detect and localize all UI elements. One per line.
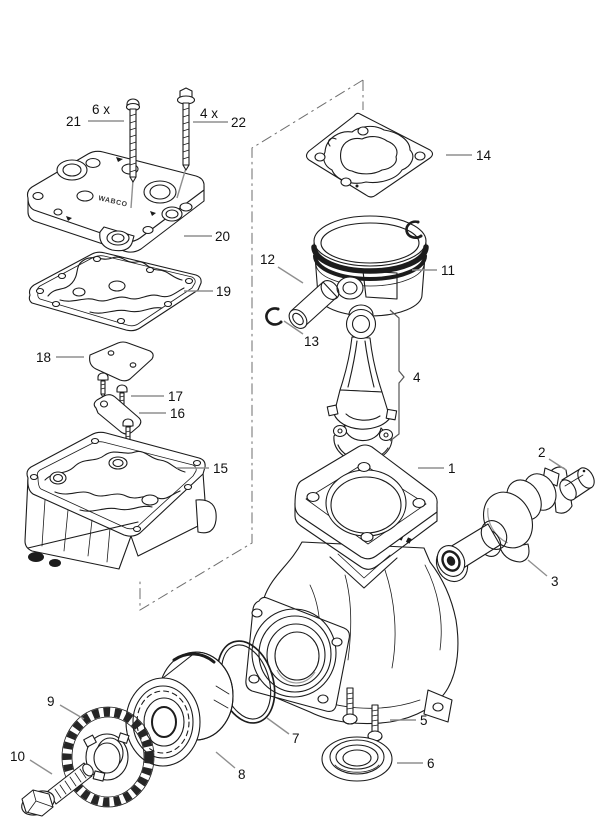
part-8-bearing-unit [125, 651, 234, 767]
part-5-screws [342, 687, 383, 742]
part-12-piston-pin [288, 280, 340, 329]
callout-11: 11 [441, 263, 455, 278]
leader-12 [277, 266, 304, 284]
part-18-screw-a [97, 372, 109, 398]
part-4-connecting-rod [326, 304, 405, 463]
front-bearing-flange [245, 596, 350, 712]
leader-8 [215, 751, 236, 769]
leader-2 [548, 458, 567, 471]
leader-13 [283, 320, 304, 335]
callouts: 21 6 x 4 x 22 20 19 18 17 16 15 14 11 12… [10, 102, 567, 782]
callout-4: 4 [413, 370, 421, 385]
callout-13: 13 [304, 334, 319, 349]
qty-label-4x: 4 x [200, 106, 218, 121]
part-20-head-cover: WABCO [26, 150, 205, 253]
qty-label-6x: 6 x [92, 102, 110, 117]
callout-12: 12 [260, 252, 275, 267]
assembly-centerline [139, 79, 364, 611]
leader-9 [59, 704, 85, 720]
leader-3 [527, 559, 548, 577]
part-1-crankcase [245, 444, 469, 725]
part-21-screw [125, 98, 141, 209]
part-13-circlip [265, 307, 283, 326]
callout-7: 7 [292, 731, 300, 746]
callout-10: 10 [10, 749, 25, 764]
cylinder-flange [294, 444, 438, 570]
part-22-bolt [176, 87, 196, 199]
part-11-piston [311, 215, 429, 317]
callout-9: 9 [47, 694, 55, 709]
part-2-plug [559, 467, 595, 501]
part-14-head-gasket [305, 112, 434, 198]
callout-8: 8 [238, 767, 246, 782]
callout-20: 20 [215, 229, 230, 244]
callout-17: 17 [168, 389, 183, 404]
part-9-gear [61, 706, 155, 808]
part-16-reed-plate [93, 394, 142, 446]
part-4-bracket [389, 309, 405, 442]
callout-5: 5 [420, 713, 428, 728]
callout-22: 22 [231, 115, 246, 130]
callout-16: 16 [170, 406, 185, 421]
part-6-seal-washer [321, 736, 393, 782]
part-10-bolt [21, 762, 94, 817]
callout-1: 1 [448, 461, 456, 476]
part-18-plate [89, 341, 154, 398]
callout-15: 15 [213, 461, 228, 476]
part-15-valve-plate-assembly [24, 431, 217, 570]
part-3-crankshaft [436, 466, 573, 577]
callout-21: 21 [66, 114, 81, 129]
callout-14: 14 [476, 148, 492, 163]
leader-10 [29, 759, 53, 775]
piston-snap-ring [405, 220, 423, 239]
leader-7 [266, 717, 290, 735]
callout-2: 2 [538, 445, 546, 460]
callout-3: 3 [551, 574, 559, 589]
callout-19: 19 [216, 284, 231, 299]
callout-6: 6 [427, 756, 435, 771]
part-19-gasket [28, 251, 202, 332]
callout-18: 18 [36, 350, 51, 365]
